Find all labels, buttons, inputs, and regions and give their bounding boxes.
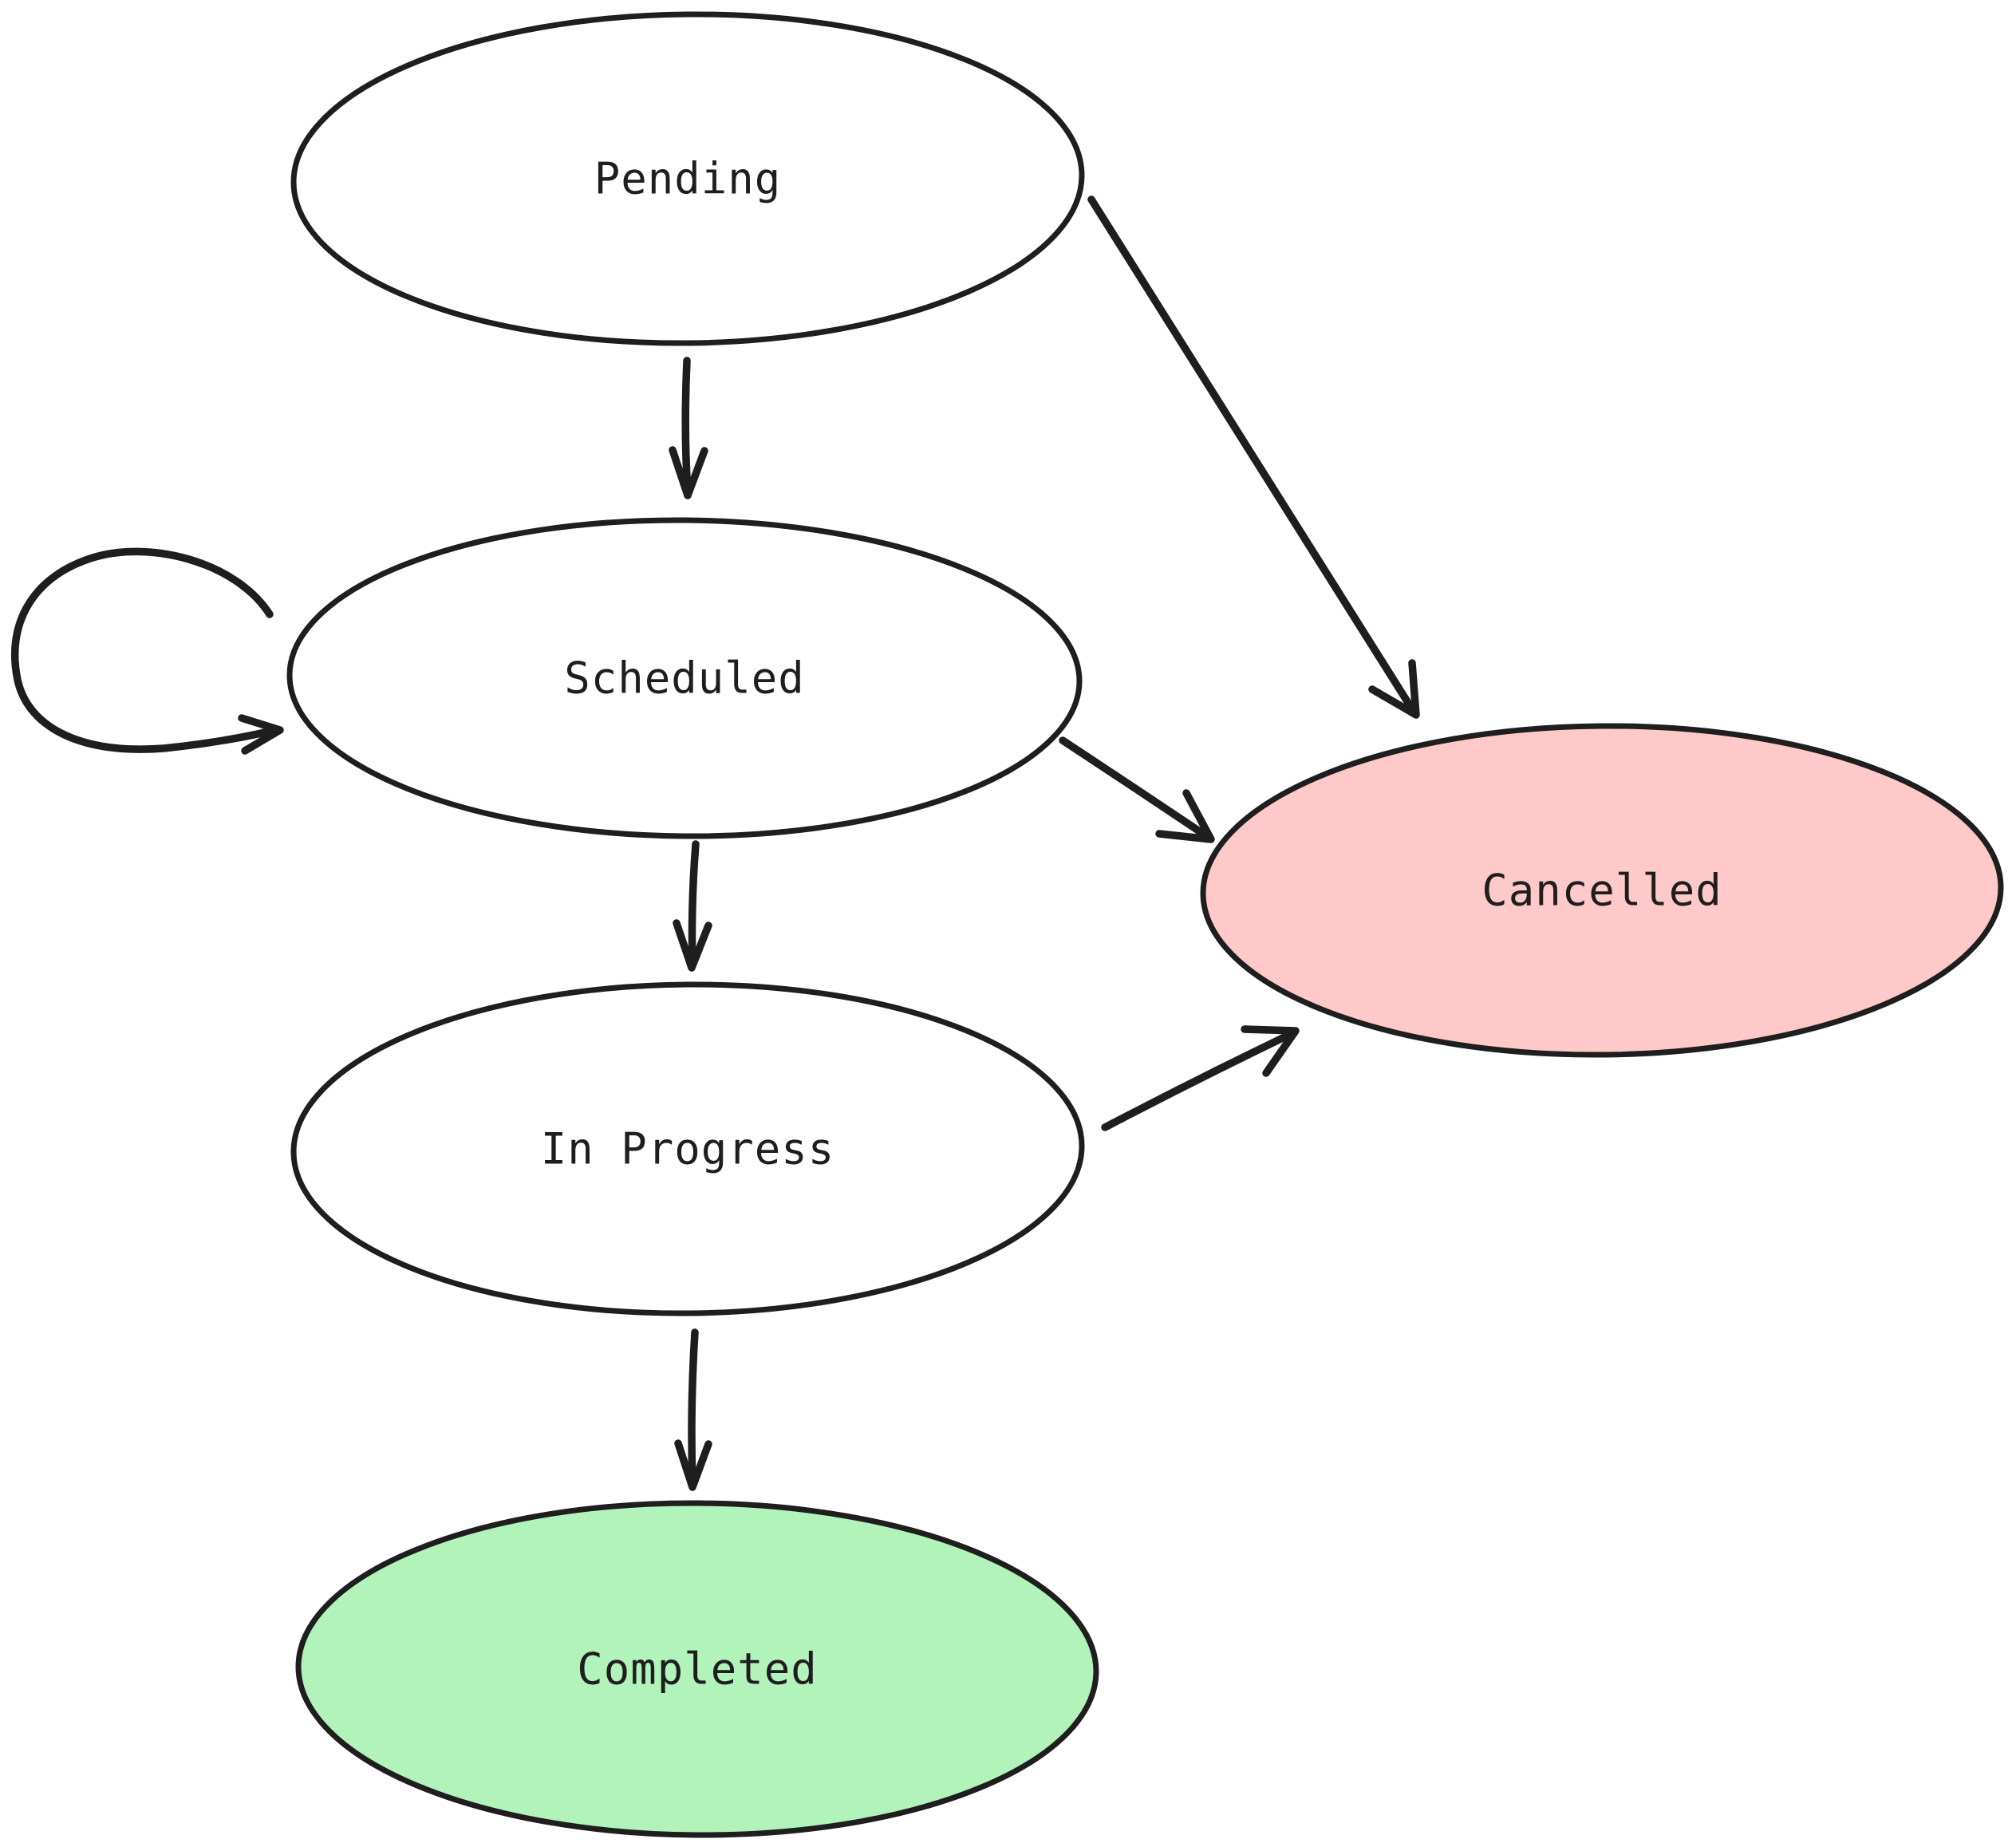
edge-scheduled-self-loop-arrowhead [238, 714, 284, 755]
node-pending: Pending [290, 11, 1085, 346]
edge-pending-to-scheduled [681, 357, 692, 495]
node-pending-shape [290, 11, 1085, 346]
node-scheduled-label: Scheduled [564, 653, 805, 704]
edge-in-progress-to-cancelled-arrowhead [1241, 1025, 1300, 1077]
node-cancelled-shape [1200, 723, 2004, 1058]
node-cancelled: Cancelled [1200, 723, 2004, 1058]
edges [10, 195, 1420, 1491]
edge-in-progress-to-cancelled [1101, 1029, 1296, 1131]
node-cancelled-label: Cancelled [1481, 866, 1722, 916]
node-scheduled-shape [286, 517, 1083, 839]
node-completed: Completed [295, 1500, 1099, 1838]
node-in-progress-shape [290, 981, 1085, 1316]
edge-scheduled-to-in-progress-arrowhead [673, 919, 712, 972]
edge-in-progress-to-completed-arrowhead [674, 1439, 712, 1491]
edge-scheduled-to-cancelled-arrowhead [1155, 789, 1215, 843]
node-in-progress-label: In Progress [541, 1124, 835, 1174]
node-completed-shape [295, 1500, 1099, 1838]
node-scheduled: Scheduled [286, 517, 1083, 839]
edge-pending-to-cancelled-arrowhead [1368, 659, 1420, 719]
edge-scheduled-self-loop [10, 547, 275, 753]
node-in-progress: In Progress [290, 981, 1085, 1316]
edge-pending-to-cancelled [1087, 195, 1418, 716]
node-completed-label: Completed [577, 1644, 818, 1695]
edge-scheduled-to-in-progress [688, 840, 700, 969]
edge-pending-to-scheduled-arrowhead [669, 446, 708, 499]
edge-scheduled-to-cancelled [1059, 736, 1212, 841]
edge-in-progress-to-completed [688, 1328, 699, 1487]
node-pending-label: Pending [594, 154, 782, 204]
